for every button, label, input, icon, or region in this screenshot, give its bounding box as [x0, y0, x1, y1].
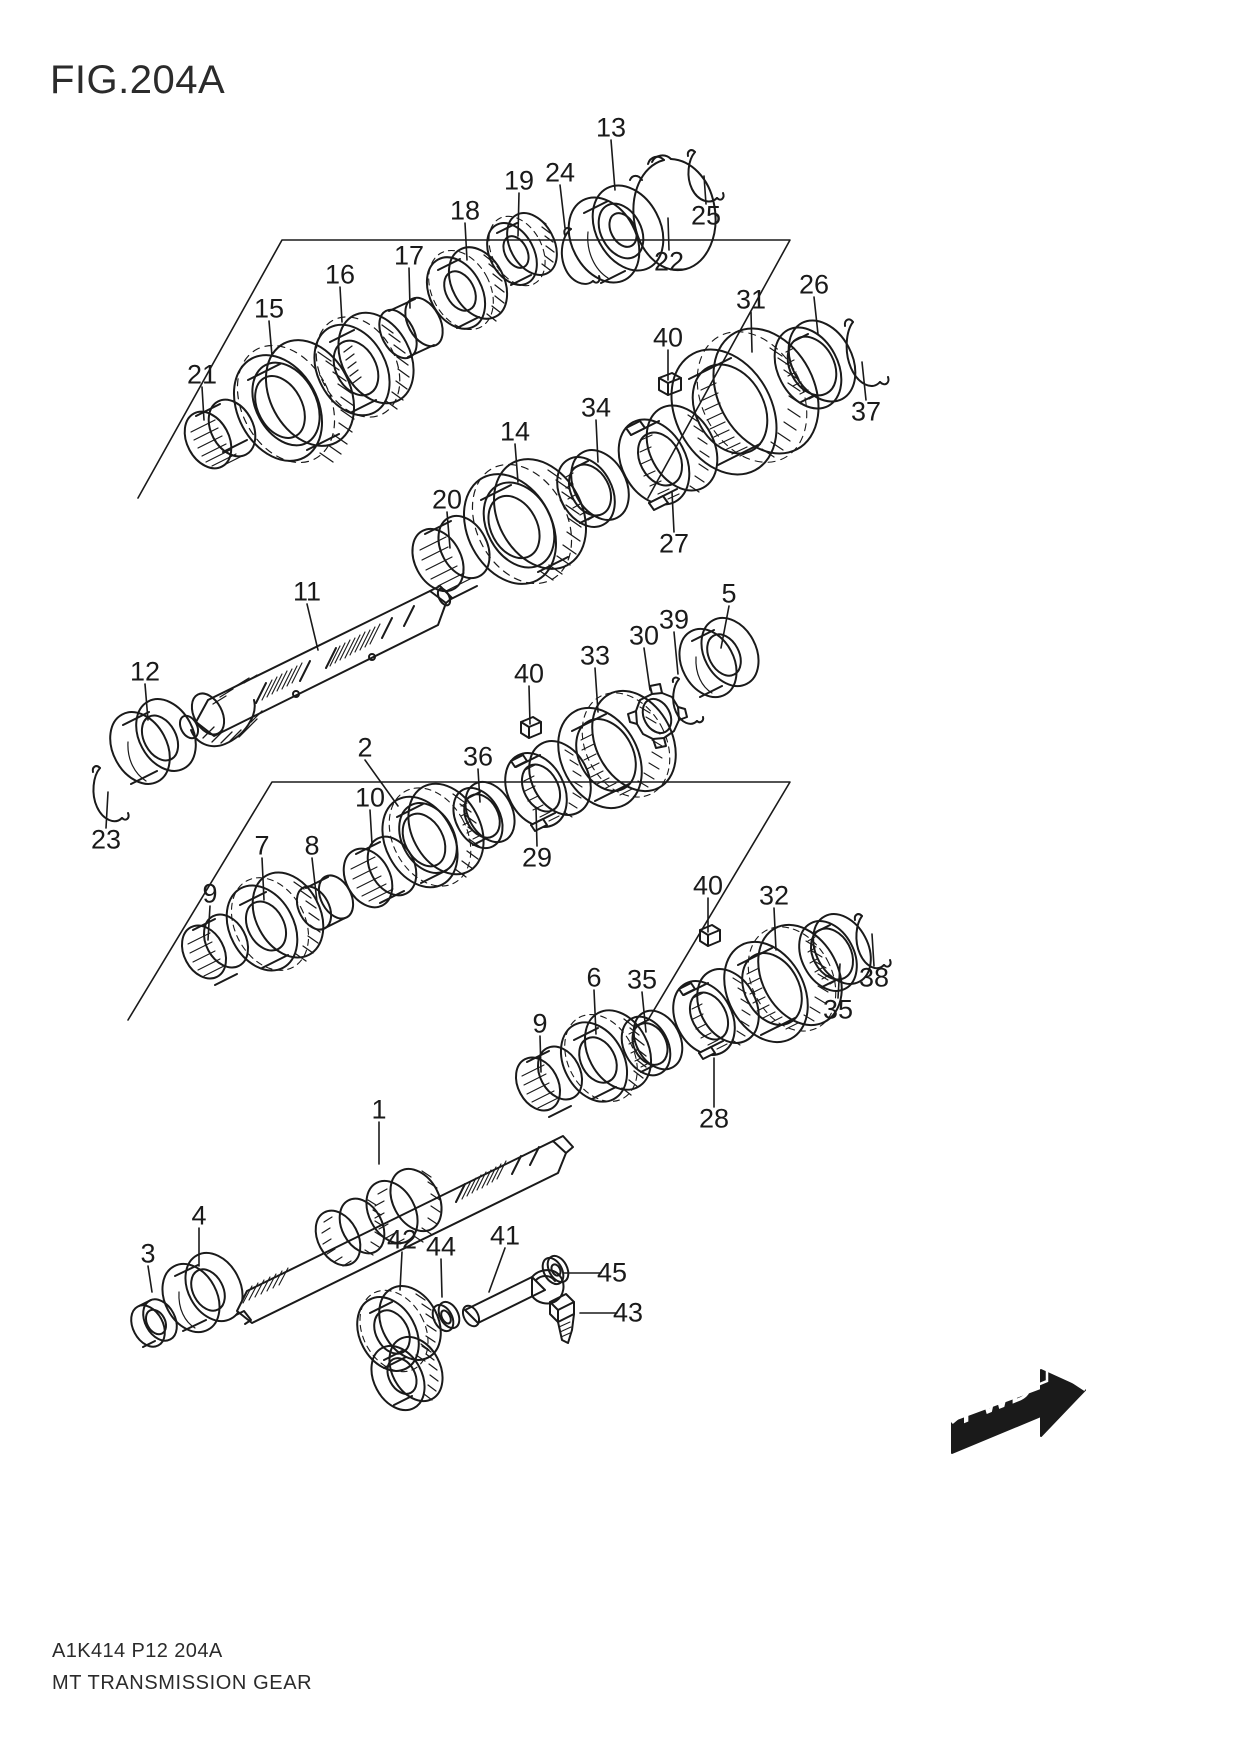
part-43-bolt: [549, 1293, 575, 1344]
part-10-needle-bearing: [342, 835, 418, 909]
part-9-needle-bearing-left: [180, 913, 250, 986]
part-25-snap-ring: [686, 149, 725, 203]
part-3-oil-seal: [130, 1298, 178, 1348]
part-4-ball-bearing: [161, 1251, 244, 1334]
part-9-needle-bearing-right: [514, 1045, 584, 1118]
part-12-ball-bearing: [109, 698, 197, 785]
part-21-needle-bearing: [183, 398, 257, 470]
part-23-snap-ring: [91, 765, 130, 823]
footer-part-code: A1K414 P12 204A: [52, 1640, 223, 1662]
part-40-key-insert-lower: [699, 924, 721, 947]
part-19-gear: [486, 212, 558, 287]
part-32-synchronizer-sleeve: [723, 923, 843, 1044]
part-24-snap-ring: [560, 226, 601, 285]
part-40-key-insert-upper: [658, 372, 682, 396]
footer-assembly-name: MT TRANSMISSION GEAR: [52, 1672, 313, 1694]
part-35-synchronizer-ring-right: [798, 913, 872, 992]
part-16-gear-hub: [313, 311, 415, 418]
part-34-synchronizer-ring: [556, 449, 630, 528]
part-18-gear: [425, 246, 509, 331]
part-20-needle-bearing: [411, 514, 491, 600]
part-22-snap-ring: [629, 154, 717, 272]
part-42-reverse-idler-gear: [356, 1285, 444, 1412]
part-28-synchronizer-hub: [672, 968, 760, 1060]
part-14-gear-5th: [462, 458, 588, 585]
part-15-gear: [232, 339, 356, 464]
page-title: FIG.204A: [50, 58, 226, 102]
part-45-washer: [541, 1254, 570, 1286]
part-11-input-shaft: [178, 585, 453, 748]
fwd-arrow-icon: FWD: [951, 1362, 1086, 1454]
part-1-counter-shaft: [235, 1135, 574, 1325]
part-33-synchronizer-sleeve: [557, 689, 677, 810]
part-13-ball-bearing: [567, 184, 665, 284]
part-31-synchronizer-sleeve: [670, 327, 820, 476]
part-38-snap-ring: [853, 913, 892, 970]
part-44-washer: [431, 1300, 461, 1333]
part-39-snap-ring: [671, 676, 705, 725]
part-37-snap-ring: [843, 318, 890, 387]
upper-assembly-box: [137, 239, 791, 499]
part-41-shaft-pin: [461, 1269, 565, 1328]
part-5-ball-bearing: [678, 616, 760, 699]
counter-gear-a: [314, 1197, 386, 1267]
part-26-synchronizer-ring: [773, 319, 857, 410]
part-8-spacer-bush: [295, 874, 355, 931]
part-6-gear-1st: [559, 1009, 653, 1103]
part-29-synchronizer-hub: [504, 740, 592, 832]
leader-lines: [105, 139, 875, 1314]
part-30-washer: [627, 683, 688, 749]
counter-gear-b: [365, 1167, 443, 1245]
part-27-synchronizer-hub: [617, 404, 719, 511]
part-7-gear-3rd: [225, 871, 325, 972]
part-2-gear-2nd: [381, 782, 485, 889]
part-40-key-insert-middle: [520, 716, 542, 739]
